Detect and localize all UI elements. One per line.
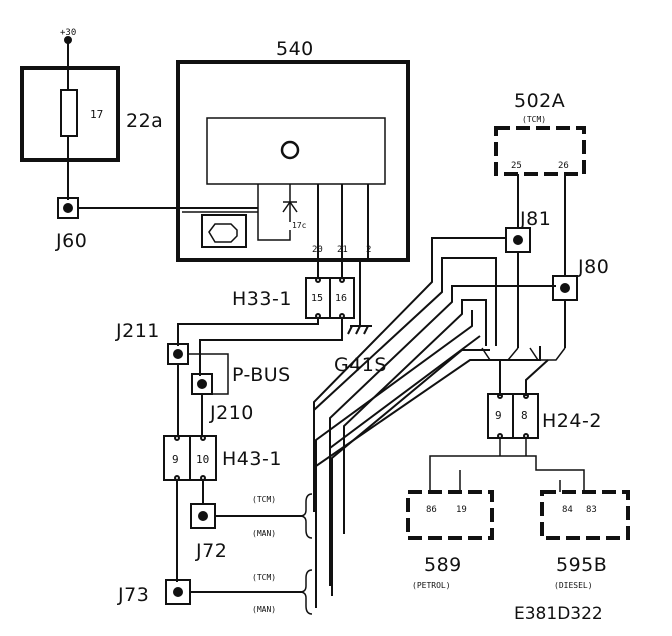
j210-dot xyxy=(198,380,206,388)
diesel-module-box xyxy=(542,492,628,538)
wire-tcm-j72-h24 xyxy=(314,258,496,512)
j211-label: J211 xyxy=(116,320,160,342)
wire-man-j72-h24 xyxy=(344,300,486,534)
variant-tcm-2: (TCM) xyxy=(252,573,277,582)
tcm-module-box xyxy=(496,128,584,174)
h33-pin-a xyxy=(316,278,320,282)
h24-junction-lines xyxy=(482,348,565,360)
brace-j72 xyxy=(300,494,312,538)
tcm-pin-25: 25 xyxy=(511,161,522,171)
j73-dot xyxy=(174,588,182,596)
tcm-module-code: 502A xyxy=(514,90,566,112)
engine-module-box xyxy=(178,62,408,260)
h33-code: H33-1 xyxy=(232,288,292,310)
engine-internal-wire xyxy=(258,184,290,240)
h33-pin-b xyxy=(340,278,344,282)
variant-man-1: (MAN) xyxy=(252,529,277,538)
h24-pin-d xyxy=(524,434,528,438)
diesel-module-code: 595B xyxy=(556,554,608,576)
fuse-code: 22a xyxy=(126,110,164,132)
diesel-module-sub: (DIESEL) xyxy=(554,581,593,590)
h24-code: H24-2 xyxy=(542,410,602,432)
h24-pin-9: 9 xyxy=(495,409,502,422)
engine-lamp-icon xyxy=(209,224,237,242)
engine-pin-21: 21 xyxy=(337,245,348,255)
j72-dot xyxy=(199,512,207,520)
pbus-bracket xyxy=(188,354,228,394)
h24-pin-b xyxy=(524,394,528,398)
diesel-pin-84: 84 xyxy=(562,505,573,515)
h43-code: H43-1 xyxy=(222,448,282,470)
engine-lamp-box xyxy=(202,215,246,247)
petrol-module-box xyxy=(408,492,492,538)
h43-pin-9: 9 xyxy=(172,453,179,466)
j211-dot xyxy=(174,350,182,358)
diode-symbol xyxy=(283,202,297,212)
wire-man-j73 xyxy=(332,350,490,596)
wire-h24-ecus xyxy=(430,438,584,492)
fuse-box xyxy=(22,68,118,160)
j60-label: J60 xyxy=(56,230,88,252)
j210-label: J210 xyxy=(210,402,254,424)
j80-dot xyxy=(561,284,569,292)
engine-module-inner xyxy=(207,118,385,184)
wire-h33-j211 xyxy=(178,318,318,346)
wire-man-j73-b xyxy=(316,346,540,608)
tcm-pin-26: 26 xyxy=(558,161,569,171)
fuse-number: 17 xyxy=(90,108,104,121)
variant-man-2: (MAN) xyxy=(252,605,277,614)
h33-pin-d xyxy=(340,314,344,318)
engine-pin-20: 20 xyxy=(312,245,323,255)
ground-hatch-2 xyxy=(356,326,360,334)
j60-dot xyxy=(64,204,72,212)
h24-pin-8: 8 xyxy=(521,409,528,422)
reference-code: E381D322 xyxy=(514,604,603,624)
diesel-pin-83: 83 xyxy=(586,505,597,515)
petrol-pin-19: 19 xyxy=(456,505,467,515)
ground-hatch-3 xyxy=(364,326,368,334)
petrol-pin-86: 86 xyxy=(426,505,437,515)
brace-j73 xyxy=(300,570,312,614)
h43-pin-a xyxy=(175,436,179,440)
wire-h24-feed xyxy=(500,360,548,396)
j80-label: J80 xyxy=(578,256,610,278)
h43-pin-10: 10 xyxy=(196,453,210,466)
diode-label: 17c xyxy=(292,221,307,230)
h33-pin-15: 15 xyxy=(311,293,324,304)
h24-pin-c xyxy=(498,434,502,438)
supply-terminal xyxy=(65,37,71,43)
engine-pin-2: 2 xyxy=(366,245,372,255)
j73-label: J73 xyxy=(118,584,150,606)
j81-dot xyxy=(514,236,522,244)
supply-label: +30 xyxy=(60,28,77,38)
h24-pin-a xyxy=(498,394,502,398)
petrol-module-sub: (PETROL) xyxy=(412,581,451,590)
fuse-element xyxy=(61,90,77,136)
j81-label: J81 xyxy=(520,208,552,230)
engine-module-code: 540 xyxy=(276,38,314,60)
tcm-module-sub: (TCM) xyxy=(522,115,547,124)
ground-hatch-1 xyxy=(348,326,352,334)
petrol-module-code: 589 xyxy=(424,554,462,576)
h43-pin-c xyxy=(175,476,179,480)
h43-pin-b xyxy=(201,436,205,440)
engine-indicator xyxy=(282,142,298,158)
wire-tcm-j73-b xyxy=(330,336,480,586)
wire-h33-j210 xyxy=(200,318,342,376)
wire-j81-j80-down xyxy=(518,252,565,348)
pbus-label: P-BUS xyxy=(232,364,291,386)
h43-pin-d xyxy=(201,476,205,480)
variant-tcm-1: (TCM) xyxy=(252,495,277,504)
h33-pin-16: 16 xyxy=(335,293,348,304)
ground-code: G41S xyxy=(334,354,387,376)
h33-pin-c xyxy=(316,314,320,318)
j72-label: J72 xyxy=(196,540,228,562)
